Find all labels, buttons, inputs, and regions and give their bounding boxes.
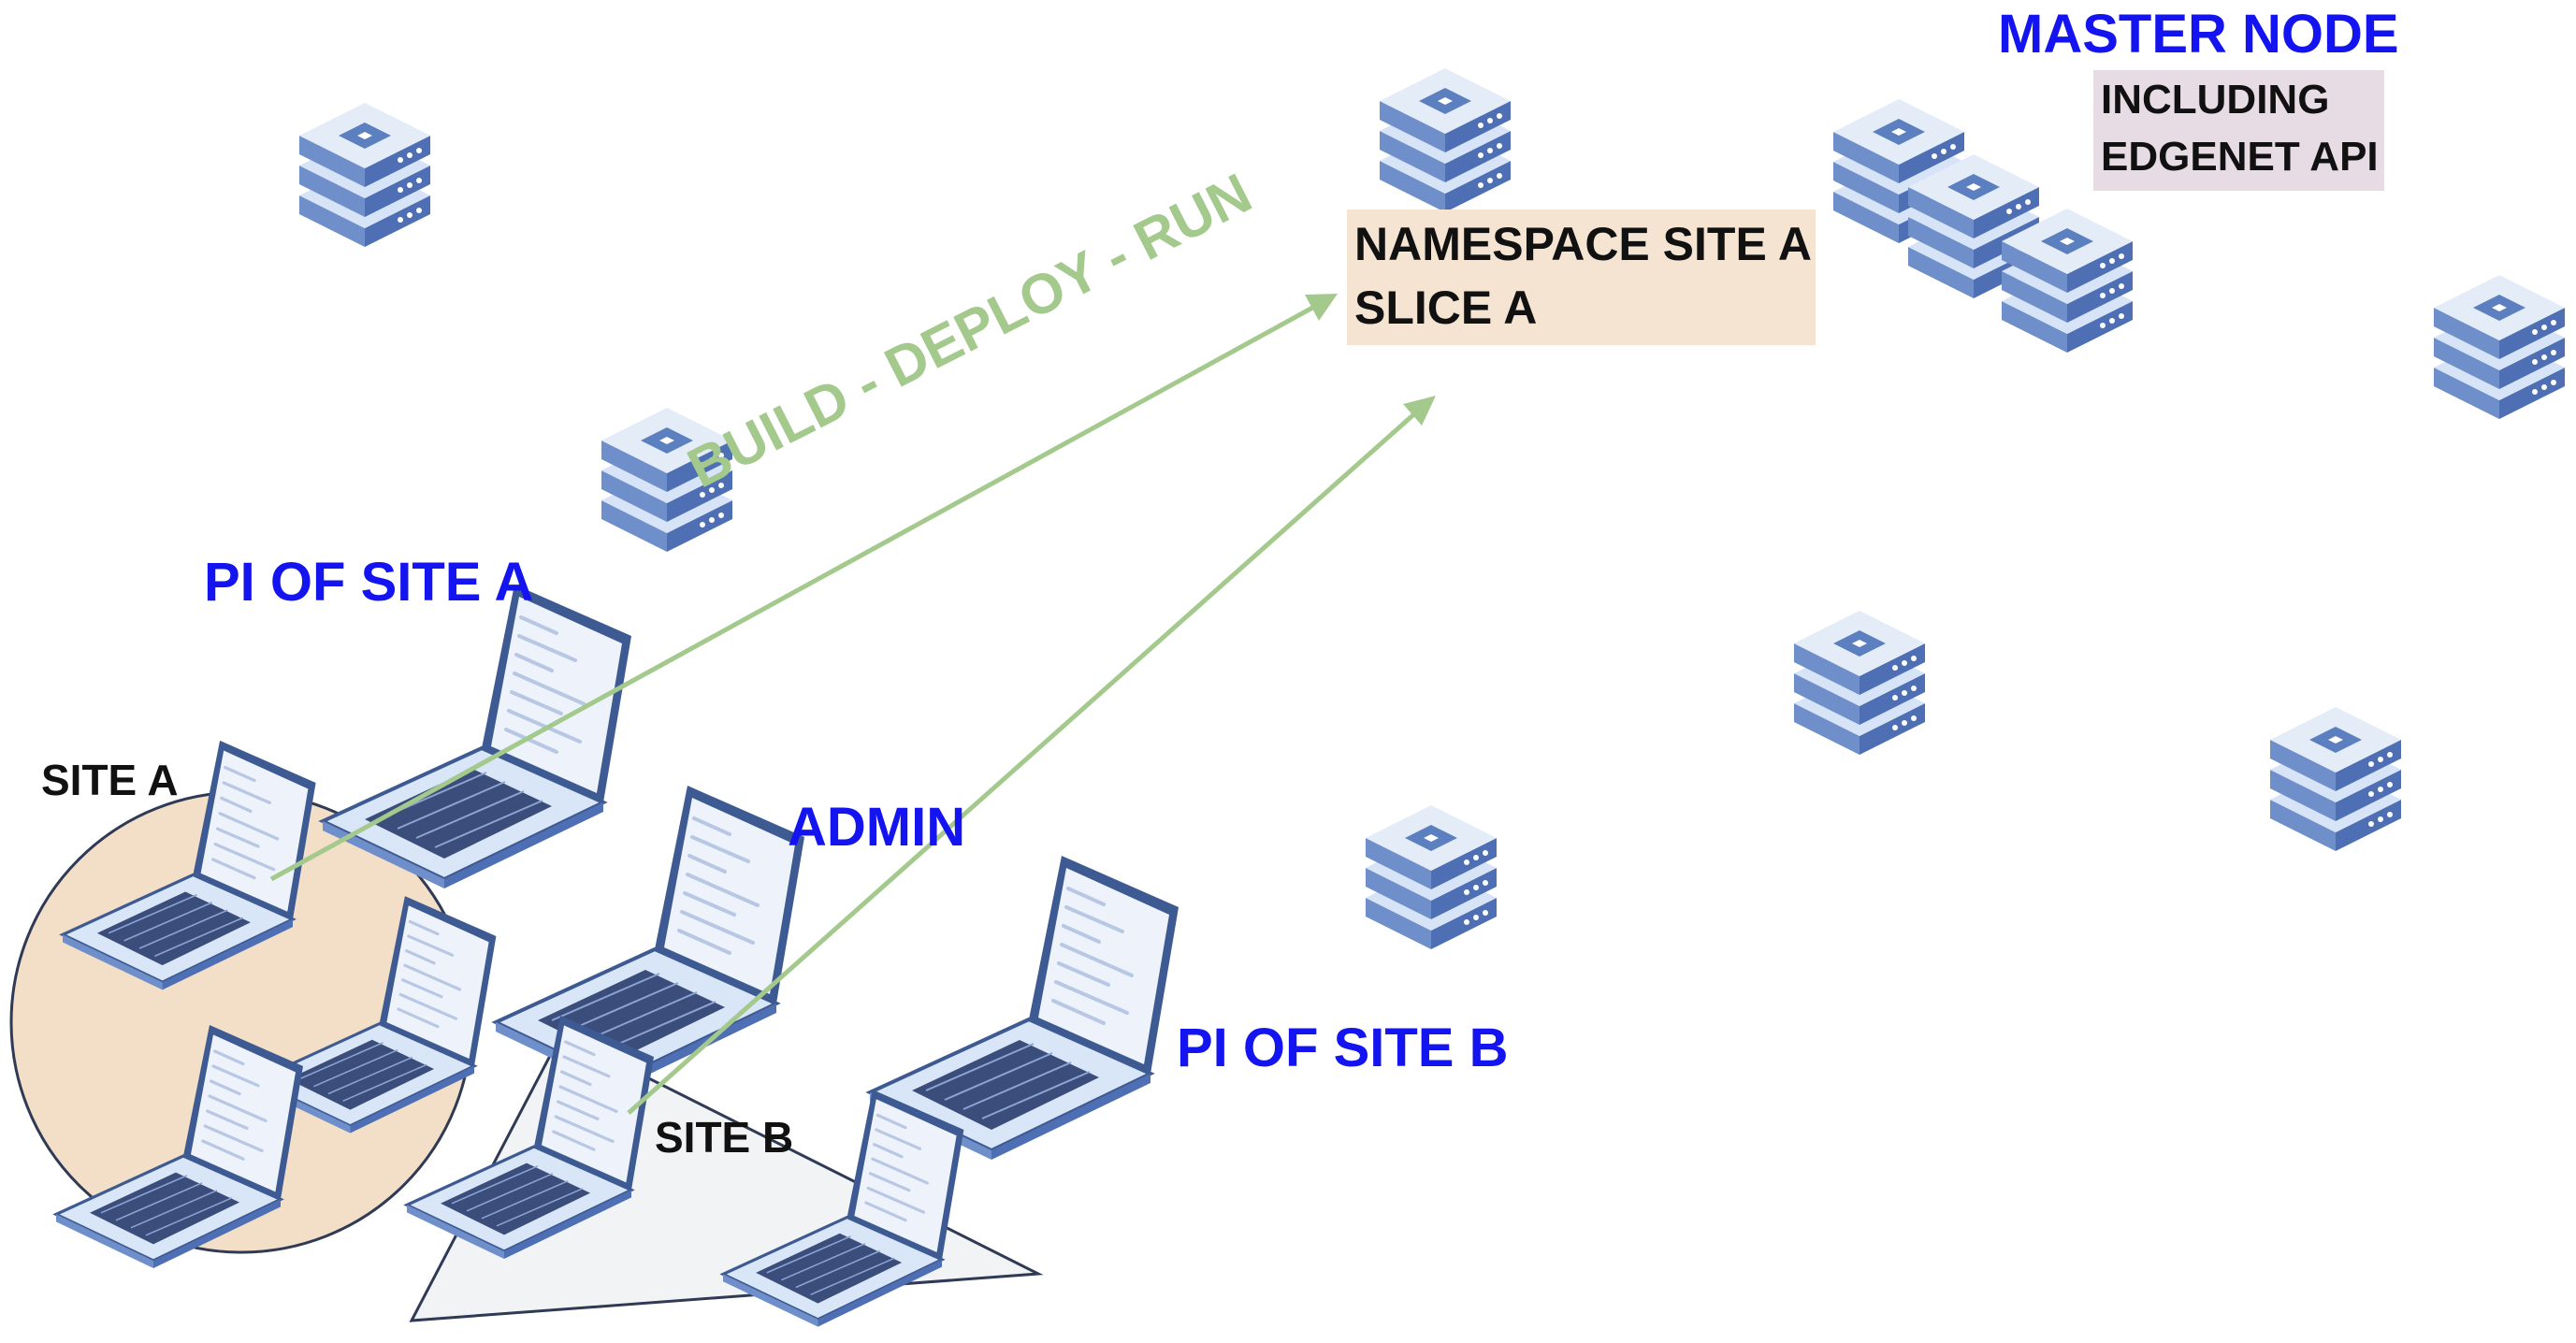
pi-of-site-b-label: PI OF SITE B — [1177, 1018, 1509, 1078]
server-stack-icon — [1794, 611, 1925, 755]
arrow-site-a-to-namespace — [269, 294, 1338, 882]
server-stack-icon — [1380, 68, 1511, 212]
laptop-icon-pi-site-a — [321, 583, 633, 890]
server-stack-icon — [2270, 707, 2401, 851]
master-node-note: INCLUDING EDGENET API — [2093, 70, 2384, 192]
pi-of-site-a-label: PI OF SITE A — [204, 552, 534, 613]
namespace-site-a-label: NAMESPACE SITE A — [1354, 218, 1812, 270]
edgenet-api-label: EDGENET API — [2101, 133, 2379, 180]
site-a-label: SITE A — [41, 756, 179, 804]
server-stack-icon — [2434, 275, 2565, 419]
arrow-site-b-to-namespace — [627, 396, 1436, 1115]
master-node-label: MASTER NODE — [1998, 4, 2399, 65]
server-stack-icon — [1366, 805, 1497, 949]
including-label: INCLUDING — [2101, 77, 2330, 123]
namespace-box: NAMESPACE SITE A SLICE A — [1347, 209, 1816, 345]
admin-label: ADMIN — [788, 797, 966, 858]
site-b-label: SITE B — [655, 1113, 794, 1162]
slice-a-label: SLICE A — [1354, 281, 1538, 334]
server-stack-icon — [299, 103, 430, 247]
